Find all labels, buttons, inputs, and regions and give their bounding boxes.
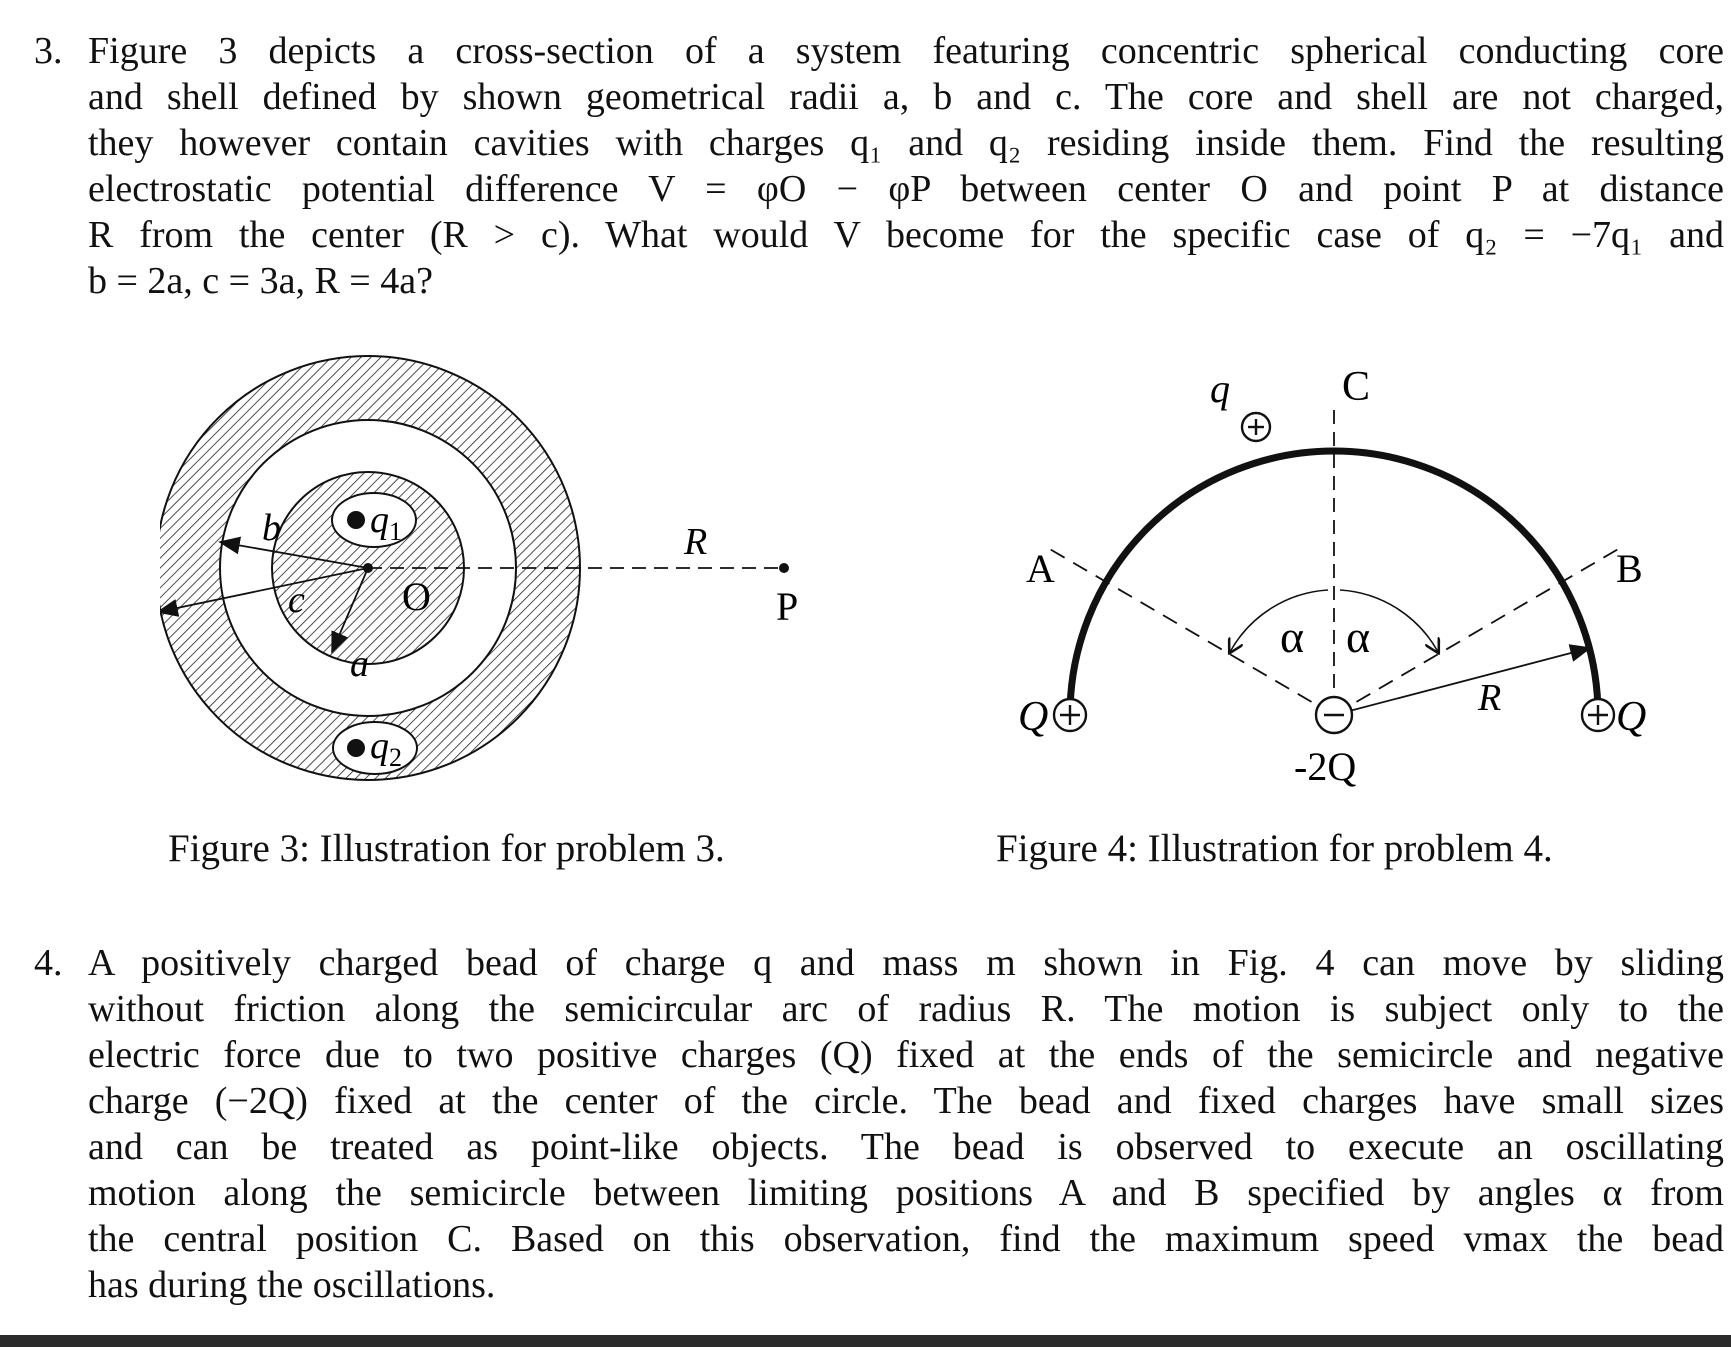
label-r: R [1477, 677, 1501, 719]
figure-4-diagram: q C A B α α Q Q -2Q R [1018, 364, 1646, 789]
label-a: A [1026, 546, 1055, 591]
cavity-q2 [332, 721, 418, 775]
text-line: R from the center (R > c). What would V … [88, 214, 1724, 256]
figure-3-caption: Figure 3: Illustration for problem 3. [168, 827, 725, 870]
figure-4: q C A B α α Q Q -2Q R [950, 350, 1710, 830]
figure-4-caption: Figure 4: Illustration for problem 4. [996, 827, 1553, 870]
text-line: and can be treated as point-like objects… [88, 1126, 1724, 1168]
problem-number: 3. [34, 30, 63, 72]
problem-text: A positively charged bead of charge q an… [88, 940, 1724, 1308]
label-q-left: Q [1018, 694, 1048, 740]
radius-a-arrow [331, 567, 369, 654]
figure-3-diagram: b c a O R P q1 q2 [155, 355, 798, 781]
angle-arc-left [1230, 589, 1329, 652]
label-a: a [350, 643, 369, 685]
text-line: electric force due to two positive charg… [88, 1034, 1724, 1076]
radius-r-arrow [1333, 644, 1592, 716]
label-q-bead: q [1210, 366, 1230, 411]
point-p [779, 563, 789, 573]
text-line: they however contain cavities with charg… [88, 122, 1724, 164]
text-line: has during the oscillations. [88, 1264, 496, 1306]
semicircle-arc [1066, 447, 1602, 716]
label-q-right: Q [1616, 694, 1646, 740]
figure-3: b c a O R P q1 q2 [155, 330, 920, 830]
problem-number: 4. [34, 942, 63, 984]
dashed-line-b [1333, 547, 1621, 716]
cavity-q1 [331, 492, 417, 548]
label-alpha-left: α [1280, 611, 1304, 662]
text-line: electrostatic potential difference V = φ… [88, 168, 1724, 210]
angle-arc-right [1339, 589, 1438, 652]
charge-q1-dot [347, 511, 365, 529]
label-o: O [402, 574, 431, 619]
text-line: motion along the semicircle between limi… [88, 1172, 1724, 1214]
label-c: C [1342, 364, 1370, 410]
text-line: b = 2a, c = 3a, R = 4a? [88, 260, 433, 302]
label-minus-2q: -2Q [1294, 744, 1356, 789]
label-b: B [1616, 546, 1643, 591]
problem-text: Figure 3 depicts a cross-section of a sy… [88, 28, 1724, 304]
problem-3: 3. Figure 3 depicts a cross-section of a… [34, 28, 1724, 304]
text-line: Figure 3 depicts a cross-section of a sy… [88, 30, 1724, 72]
label-p: P [776, 584, 798, 629]
label-r: R [683, 521, 707, 563]
charge-q2-dot [347, 739, 365, 757]
label-c: c [288, 579, 305, 621]
text-line: and shell defined by shown geometrical r… [88, 76, 1724, 118]
radius-c-arrow [156, 567, 369, 617]
bottom-bar [0, 1335, 1731, 1347]
text-line: without friction along the semicircular … [88, 988, 1724, 1030]
label-alpha-right: α [1346, 611, 1370, 662]
label-b: b [262, 507, 281, 549]
dashed-line-a [1047, 547, 1335, 716]
text-line: A positively charged bead of charge q an… [88, 942, 1724, 984]
problem-4: 4. A positively charged bead of charge q… [34, 940, 1724, 1308]
label-q2: q2 [370, 725, 402, 772]
label-q1: q1 [370, 499, 402, 546]
text-line: the central position C. Based on this ob… [88, 1218, 1724, 1260]
text-line: charge (−2Q) fixed at the center of the … [88, 1080, 1724, 1122]
radius-b-arrow [218, 536, 369, 569]
